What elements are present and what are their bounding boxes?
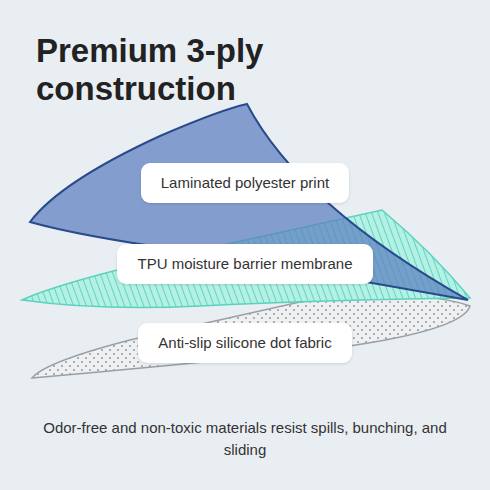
silicone-dot-layer: [32, 296, 470, 378]
label-text: TPU moisture barrier membrane: [137, 255, 352, 272]
caption: Odor-free and non-toxic materials resist…: [20, 417, 470, 461]
layer-label: Anti-slip silicone dot fabric: [138, 323, 351, 363]
polyester-print-layer: [30, 104, 468, 300]
layer-label: Laminated polyester print: [141, 163, 349, 203]
label-text: Laminated polyester print: [161, 174, 329, 191]
title: Premium 3-ply construction: [36, 32, 336, 108]
layer-label: TPU moisture barrier membrane: [117, 244, 372, 284]
label-text: Anti-slip silicone dot fabric: [158, 334, 331, 351]
